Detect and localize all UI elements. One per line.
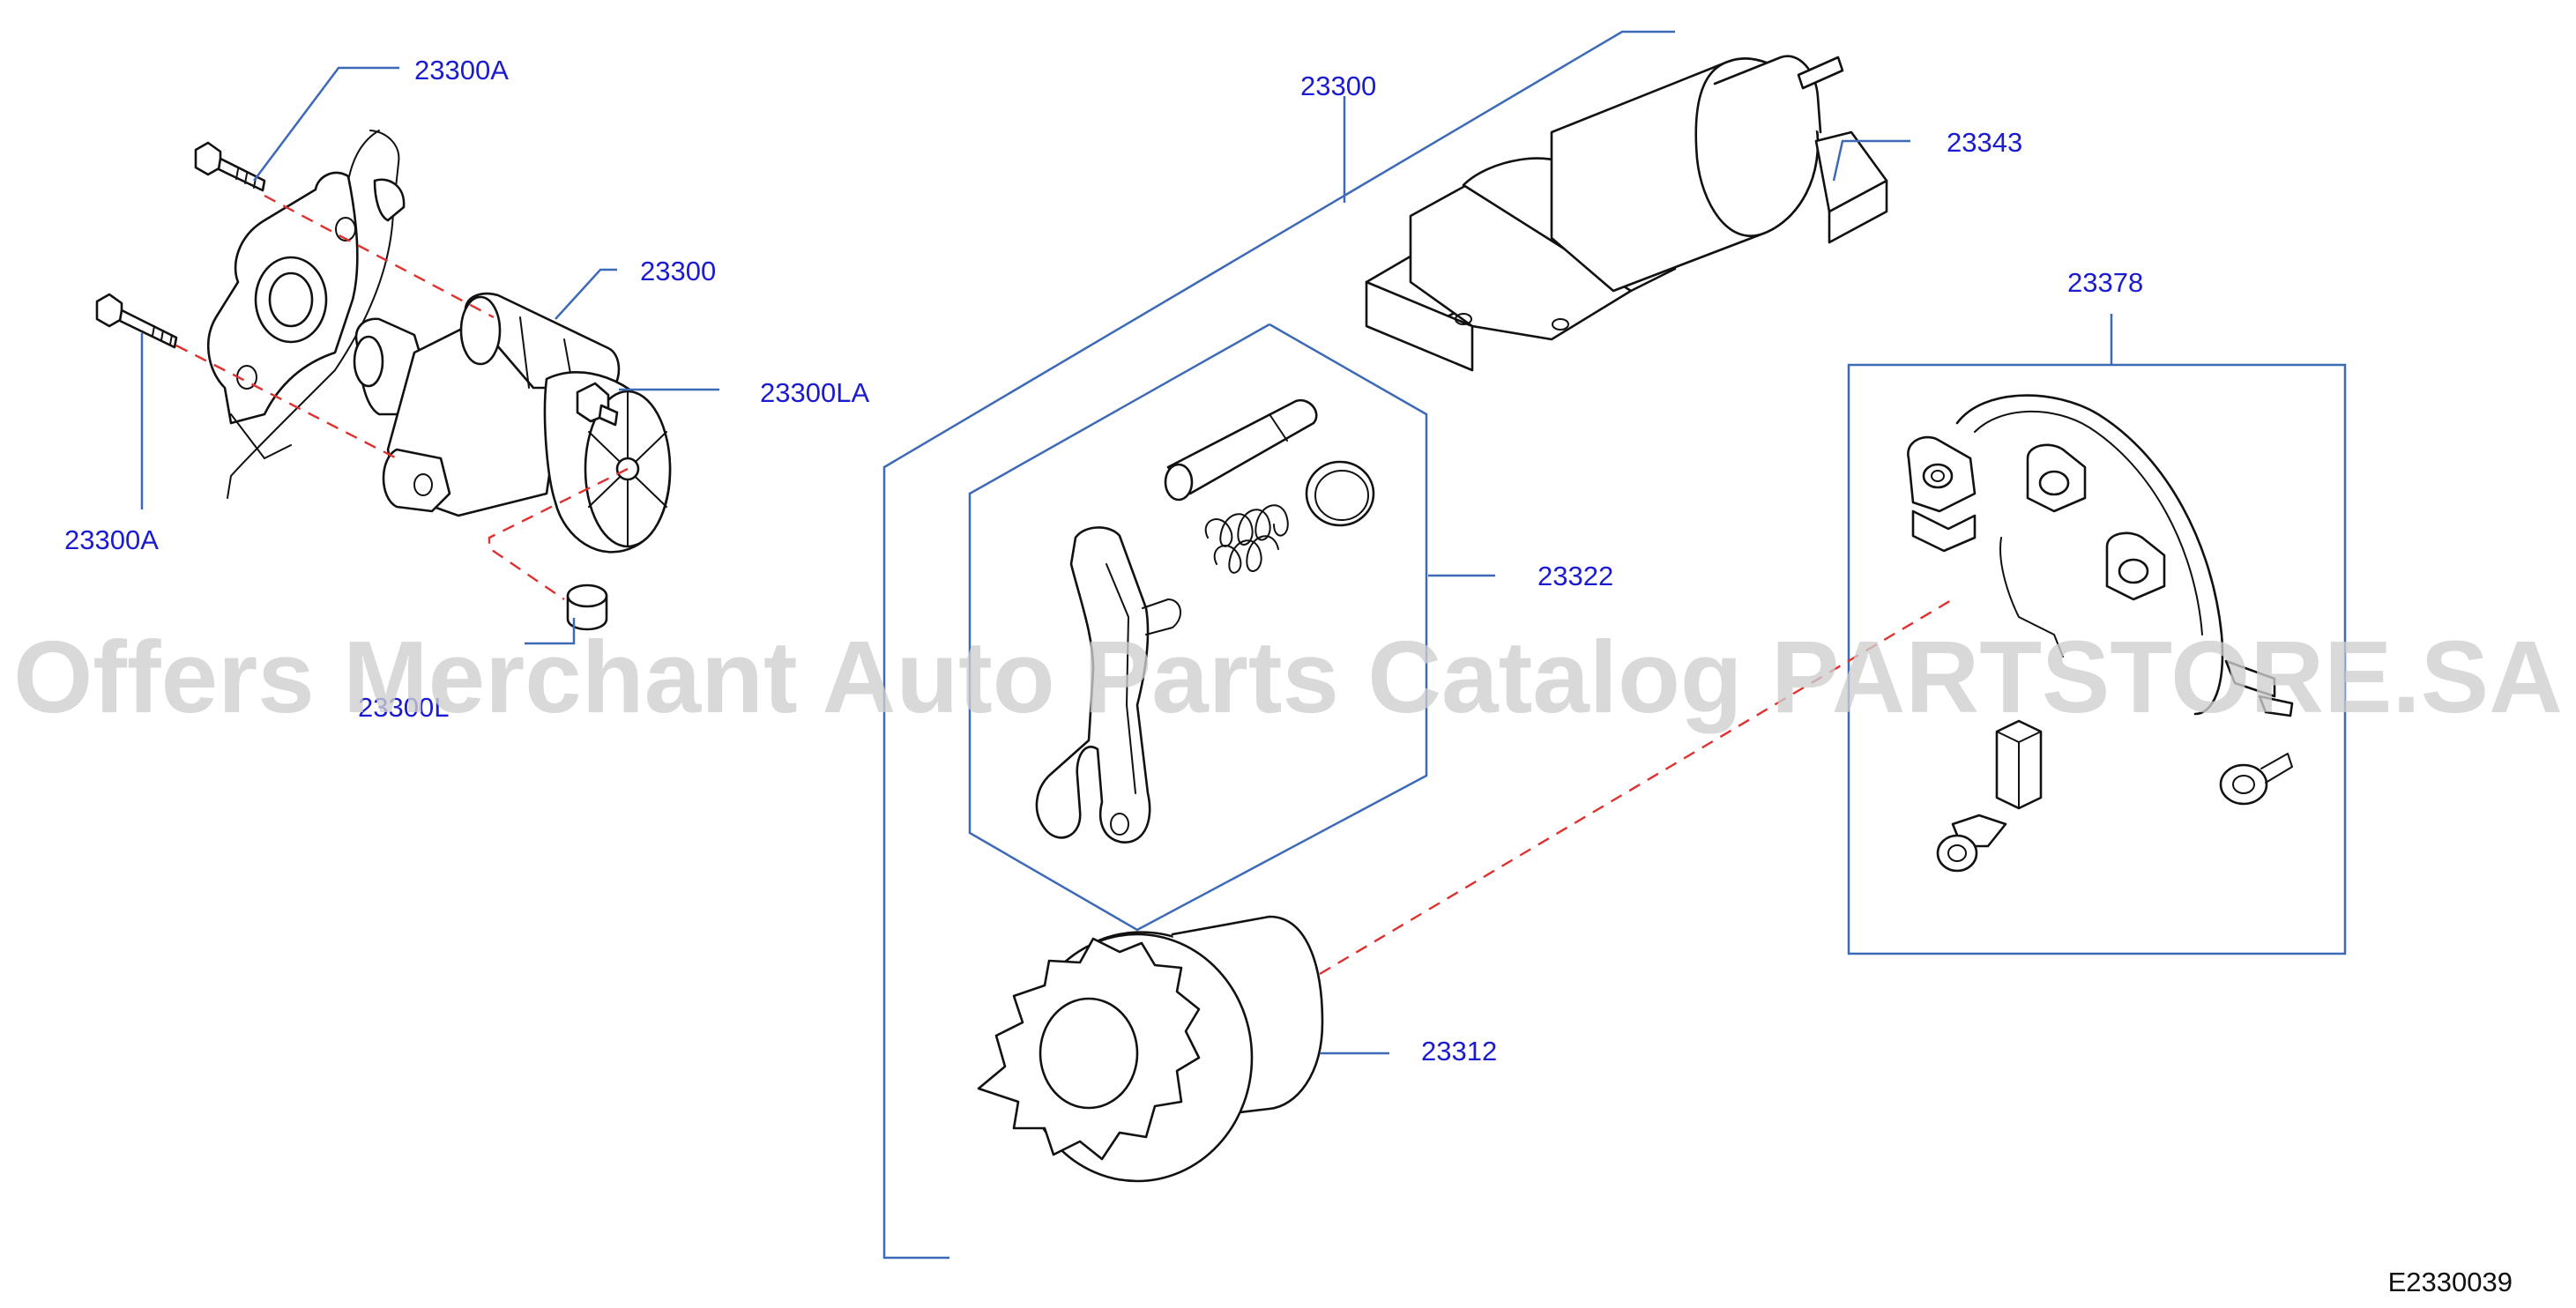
callout-starter-kit[interactable]: 23300 — [1300, 71, 1376, 101]
pin-icon — [1164, 398, 1318, 502]
brush-icon — [1936, 719, 2043, 873]
callout-magnetic-switch[interactable]: 23343 — [1947, 127, 2022, 158]
callout-bolt-upper[interactable]: 23300A — [414, 55, 509, 85]
cap-icon — [1305, 460, 1375, 527]
callout-spacer[interactable]: 23300L — [358, 692, 449, 723]
callout-shift-lever-kit[interactable]: 23322 — [1537, 561, 1613, 591]
starter-kit-illustration — [882, 30, 2347, 1260]
brush-holder-icon — [1907, 394, 2294, 717]
bolt-upper-icon — [194, 141, 266, 192]
callout-bolt-lower[interactable]: 23300A — [64, 524, 159, 555]
callout-pinion-clutch[interactable]: 23312 — [1421, 1036, 1497, 1066]
callout-labels: 23300A 23300A 23300 23300LA 23300L 23300… — [64, 55, 2143, 1066]
spacer-icon — [566, 583, 608, 631]
starter-motor-icon — [353, 292, 672, 554]
pinion-clutch-icon — [977, 915, 1324, 1183]
bolt-lower-icon — [95, 293, 178, 349]
figure-number: E2330039 — [2388, 1267, 2513, 1297]
callout-brush-holder[interactable]: 23378 — [2067, 267, 2143, 298]
starter-assembly-illustration — [95, 130, 672, 631]
shift-lever-icon — [1035, 526, 1181, 844]
spring-icon — [1204, 504, 1289, 574]
callout-starter-assembly[interactable]: 23300 — [640, 256, 716, 286]
watermark: Offers Merchant Auto Parts Catalog PARTS… — [13, 620, 2563, 734]
leader-lines — [140, 66, 1910, 1055]
brush-spring-icon — [2219, 753, 2293, 806]
callout-terminal-nut[interactable]: 23300LA — [760, 377, 869, 408]
magnetic-switch-icon — [1365, 55, 1888, 372]
